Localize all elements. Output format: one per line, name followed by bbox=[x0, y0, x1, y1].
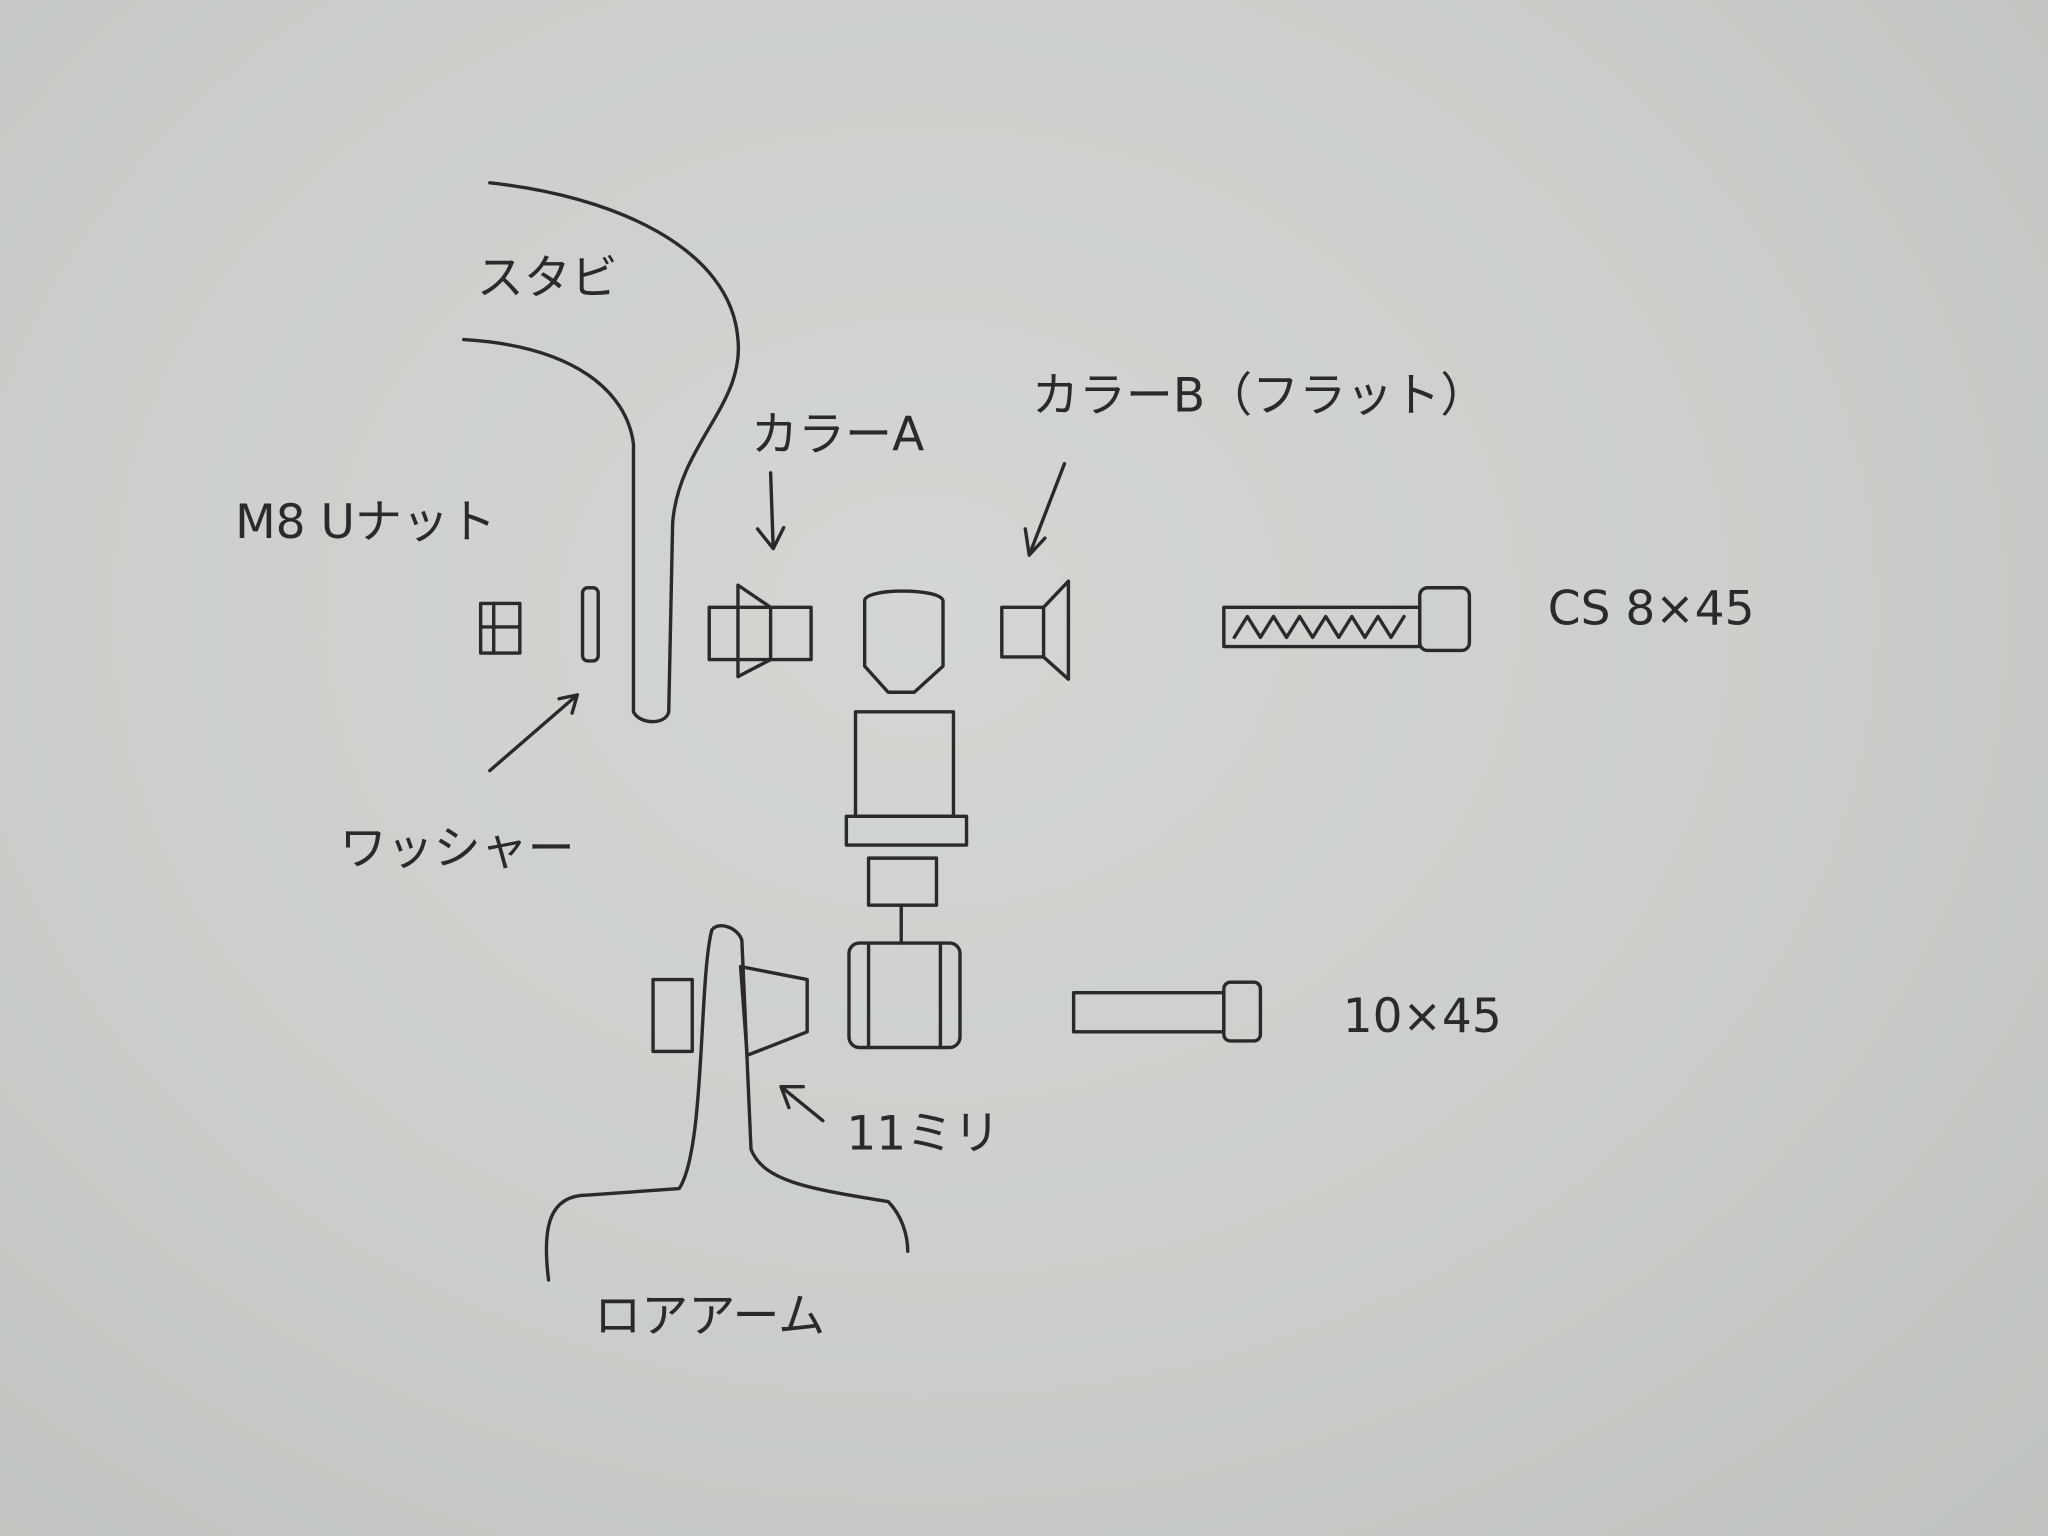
washer-arrow-icon bbox=[488, 693, 580, 773]
u-nut-shape bbox=[478, 601, 522, 655]
collar-b-arrow-icon bbox=[1023, 461, 1067, 557]
bolt-10-label: 10×45 bbox=[1343, 989, 1502, 1044]
collar-b-shape bbox=[1000, 579, 1071, 681]
stabilizer-shape bbox=[461, 181, 741, 724]
bolt-10-shape bbox=[1071, 980, 1263, 1043]
washer-label: ワッシャー bbox=[340, 822, 575, 877]
collar-a-arrow-icon bbox=[755, 471, 786, 551]
collar-a-shape bbox=[707, 583, 813, 679]
lower-arm-label: ロアアーム bbox=[594, 1289, 825, 1344]
lower-arm-shape bbox=[544, 924, 910, 1282]
washer-shape bbox=[580, 586, 600, 663]
collar-b-label: カラーB（フラット） bbox=[1032, 368, 1487, 423]
size-arrow-icon bbox=[779, 1084, 825, 1123]
m8-u-nut-label: M8 Uナット bbox=[235, 495, 496, 550]
size-11mm-label: 11ミリ bbox=[846, 1106, 1000, 1161]
end-link-shape bbox=[844, 589, 969, 1050]
stabilizer-label: スタビ bbox=[477, 251, 618, 306]
collar-a-label: カラーA bbox=[751, 408, 924, 463]
cs-bolt-label: CS 8×45 bbox=[1548, 581, 1755, 636]
cs-bolt-shape bbox=[1222, 586, 1472, 653]
